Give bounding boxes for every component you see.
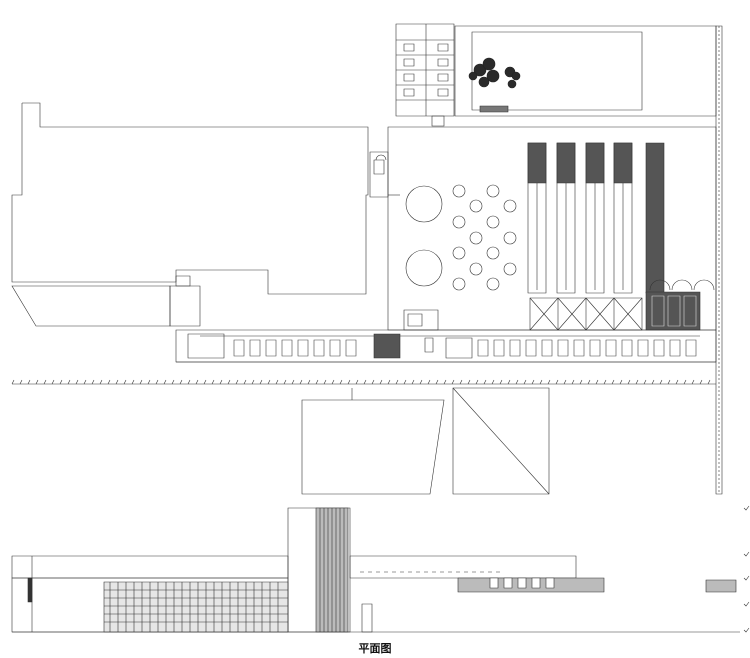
- vertical-shelf-units: [528, 143, 664, 293]
- plan-caption: 平面图: [358, 642, 392, 655]
- left-main-building: [12, 103, 368, 294]
- corridor-room-tables: [234, 340, 696, 356]
- guest-room-block: [396, 24, 454, 126]
- tree-cluster: [469, 58, 520, 88]
- crossed-bays: [530, 280, 714, 330]
- large-round-tanks: [406, 186, 442, 286]
- sawtooth-edge: [12, 380, 716, 384]
- stair-connector: [370, 152, 388, 197]
- long-corridor-rooms: [176, 310, 716, 362]
- lower-platforms: [302, 388, 549, 494]
- round-columns: [453, 185, 516, 290]
- bottom-elevation: [12, 508, 740, 632]
- right-margin-ticks: [744, 506, 749, 632]
- right-vertical-strip: [716, 26, 722, 494]
- lower-left-wedge: [12, 276, 200, 326]
